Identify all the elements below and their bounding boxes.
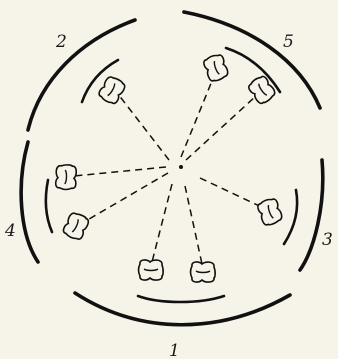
label-3: 3 xyxy=(322,230,333,250)
label-2: 2 xyxy=(55,32,67,52)
anther-bottom-left xyxy=(139,260,164,280)
inner-arc-3 xyxy=(284,190,297,244)
anther-upper-left xyxy=(97,74,127,105)
label-1: 1 xyxy=(169,341,180,359)
inner-arc-4 xyxy=(46,180,52,232)
outer-arc-4 xyxy=(21,142,38,262)
ray-upper-left xyxy=(118,94,169,160)
outer-arc-2 xyxy=(28,20,135,130)
dashed-rays xyxy=(74,76,270,264)
anther-bottom-right xyxy=(191,262,216,282)
anther-top-right-1 xyxy=(202,53,229,83)
anther-left-1 xyxy=(56,165,77,190)
ray-bottom-left xyxy=(152,184,172,262)
label-4: 4 xyxy=(4,221,16,241)
anther-left-2 xyxy=(62,211,91,242)
ray-left-1 xyxy=(74,167,166,176)
ray-top-right-2 xyxy=(186,96,256,160)
inner-arc-1 xyxy=(138,296,224,302)
anther-right xyxy=(256,197,283,227)
ray-top-right-1 xyxy=(181,76,214,157)
outer-arc-3 xyxy=(300,160,323,270)
center-dot xyxy=(179,165,183,169)
label-5: 5 xyxy=(283,32,294,52)
outer-arc-1 xyxy=(75,293,290,325)
ray-left-2 xyxy=(84,173,168,222)
ray-bottom-right xyxy=(185,186,202,264)
